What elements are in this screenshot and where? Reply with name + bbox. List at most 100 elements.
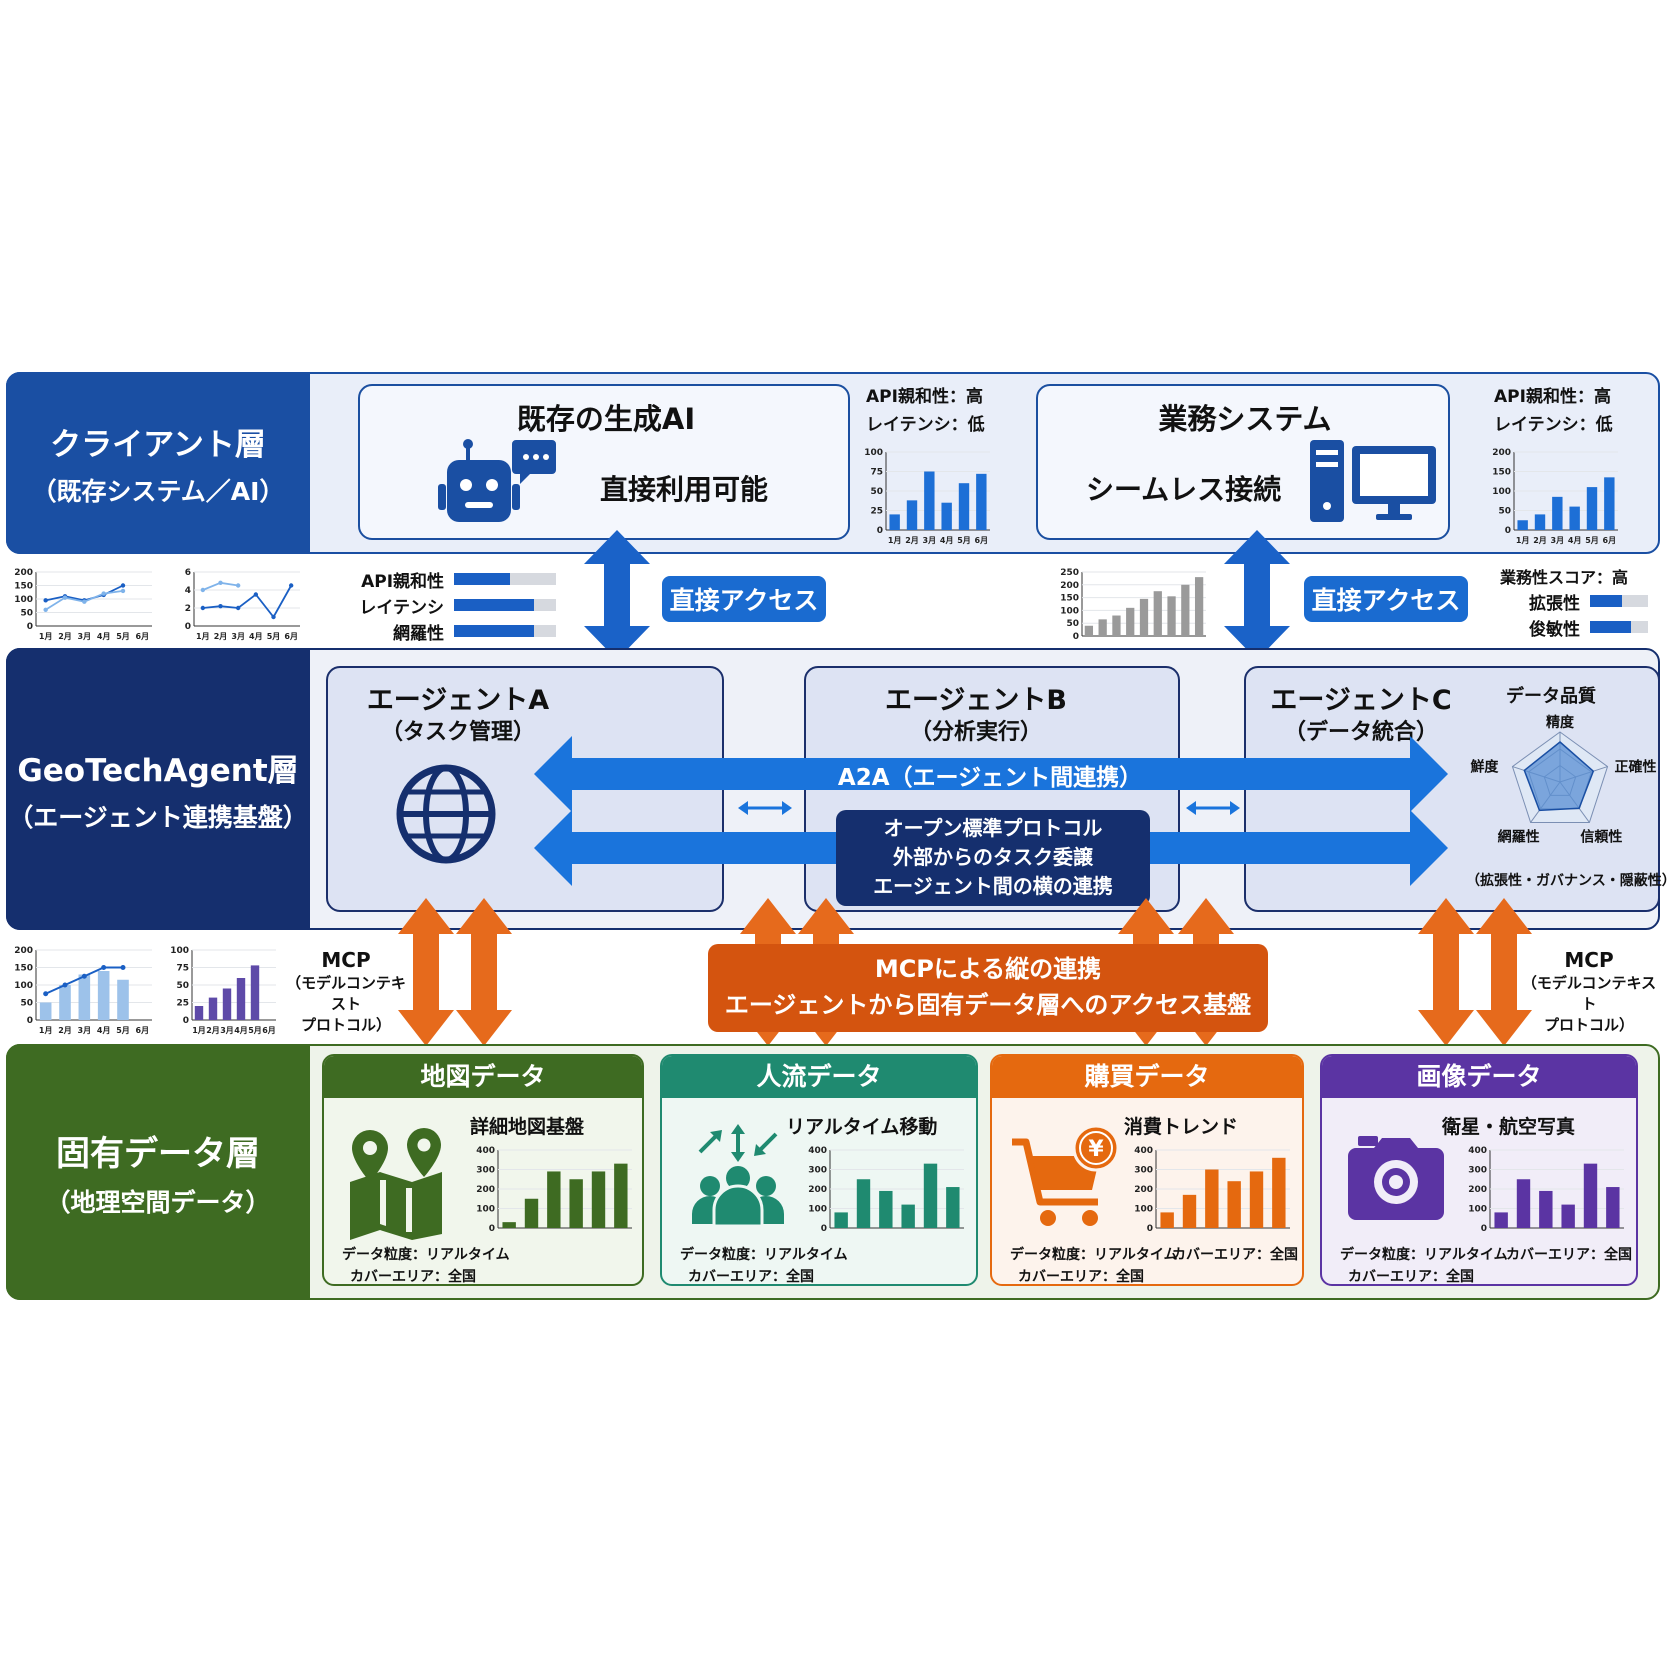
trend-point: [43, 991, 49, 997]
metric-row: 拡張性: [1500, 588, 1660, 614]
people-icon: [690, 1124, 786, 1230]
y-tick-label: 0: [27, 1016, 33, 1026]
bar: [834, 1212, 848, 1228]
y-tick-label: 200: [1492, 448, 1511, 458]
metric-bar: [1590, 595, 1648, 607]
mcp-arrow: [398, 898, 454, 1046]
metric-row: レイテンシ: [346, 592, 556, 618]
metric-bar: [454, 625, 556, 637]
business-score: 業務性スコア：高: [1500, 568, 1629, 587]
radar-axis-label: 正確性: [1615, 759, 1657, 776]
metric-label: 俊敏性: [1529, 619, 1580, 640]
y-tick-label: 150: [14, 964, 33, 974]
y-tick-label: 100: [1468, 1205, 1487, 1215]
y-tick-label: 300: [476, 1166, 495, 1176]
gen-ai-box[interactable]: 既存の生成AI 直接利用可能: [358, 384, 850, 540]
protocol-line-2: 外部からのタスク委譲: [893, 845, 1093, 869]
agent-layer-title: GeoTechAgent層: [17, 752, 299, 789]
image-meta-2: カバーエリア：全国: [1348, 1269, 1474, 1285]
x-tick-label: 2月: [58, 632, 72, 641]
y-tick-label: 50: [176, 981, 189, 991]
bar: [1227, 1181, 1241, 1228]
y-tick-label: 100: [476, 1205, 495, 1215]
metric-bar: [1590, 621, 1648, 633]
bar: [97, 971, 110, 1020]
x-tick-label: 6月: [136, 1026, 150, 1035]
y-tick-label: 0: [877, 526, 883, 536]
bar: [889, 514, 900, 530]
bar: [879, 1190, 893, 1228]
y-tick-label: 2: [185, 604, 191, 614]
x-tick-label: 3月: [231, 632, 245, 641]
client-layer-subtitle: （既存システム／AI）: [31, 476, 285, 506]
gen-ai-title: 既存の生成AI: [516, 402, 696, 436]
metric-label: API親和性: [361, 571, 445, 592]
y-tick-label: 400: [476, 1146, 495, 1156]
metric-row: 網羅性: [346, 618, 556, 644]
people-meta-2: カバーエリア：全国: [688, 1269, 814, 1285]
bar: [236, 978, 246, 1020]
x-tick-label: 1月: [39, 632, 53, 641]
mcp-left-label: MCP （モデルコンテキスト プロトコル）: [282, 948, 410, 1035]
metric-label: 網羅性: [393, 623, 445, 644]
mcp-right-sub2: プロトコル）: [1543, 1016, 1634, 1034]
metric-row: 俊敏性: [1500, 614, 1660, 640]
gen-ai-desc: 直接利用可能: [600, 473, 769, 506]
bar: [1112, 615, 1121, 636]
x-tick-label: 5月: [957, 536, 971, 545]
y-tick-label: 200: [808, 1185, 827, 1195]
mid-metrics-right: 業務性スコア：高 拡張性俊敏性: [1500, 564, 1660, 640]
x-tick-label: 1月: [192, 1026, 206, 1035]
x-tick-label: 5月: [1585, 536, 1599, 545]
business-system-box[interactable]: 業務システム シームレス接続: [1036, 384, 1450, 540]
y-tick-label: 0: [183, 1016, 189, 1026]
y-tick-label: 200: [1134, 1185, 1153, 1195]
bar: [1205, 1169, 1219, 1228]
radar-area: [1523, 741, 1595, 812]
agent-layer-subtitle: （エージェント連携基盤）: [8, 802, 308, 832]
x-tick-label: 4月: [97, 632, 111, 641]
purchase-meta-1: データ粒度：リアルタイム: [1010, 1247, 1178, 1263]
series-point: [62, 595, 68, 600]
x-tick-label: 6月: [284, 632, 298, 641]
image-data-head: 画像データ: [1322, 1056, 1636, 1098]
x-tick-label: 3月: [923, 536, 937, 545]
y-tick-label: 200: [1468, 1185, 1487, 1195]
bar: [1181, 584, 1190, 636]
bar: [1604, 477, 1615, 530]
y-tick-label: 100: [170, 946, 189, 956]
y-tick-label: 25: [870, 507, 883, 517]
x-tick-label: 5月: [116, 632, 130, 641]
bar: [591, 1171, 606, 1228]
gen-ai-api: API親和性：高: [866, 387, 983, 407]
client-layer-label: クライアント層 （既存システム／AI）: [6, 372, 310, 554]
agent-a-box[interactable]: エージェントA （タスク管理）: [326, 666, 724, 912]
agent-a-name: エージェントA: [366, 685, 550, 716]
series-point: [43, 598, 48, 603]
y-tick-label: 50: [870, 487, 883, 497]
x-tick-label: 6月: [136, 632, 150, 641]
x-tick-label: 4月: [249, 632, 263, 641]
y-tick-label: 50: [20, 609, 33, 619]
radar-axis-label: 信頼性: [1580, 828, 1622, 845]
business-system-desc: シームレス接続: [1086, 473, 1282, 506]
trend-point: [120, 965, 126, 970]
bar: [1586, 487, 1598, 530]
map-data-sub: 詳細地図基盤: [470, 1116, 585, 1138]
y-tick-label: 300: [808, 1166, 827, 1176]
series-point: [120, 583, 126, 588]
people-flow-sub: リアルタイム移動: [786, 1116, 938, 1138]
business-api: API親和性：高: [1494, 387, 1611, 407]
metric-label: レイテンシ: [359, 597, 445, 618]
x-tick-label: 1月: [196, 632, 210, 641]
purchase-data-head: 購買データ: [992, 1056, 1302, 1098]
bar: [1516, 1179, 1531, 1228]
camera-icon: [1348, 1136, 1444, 1224]
